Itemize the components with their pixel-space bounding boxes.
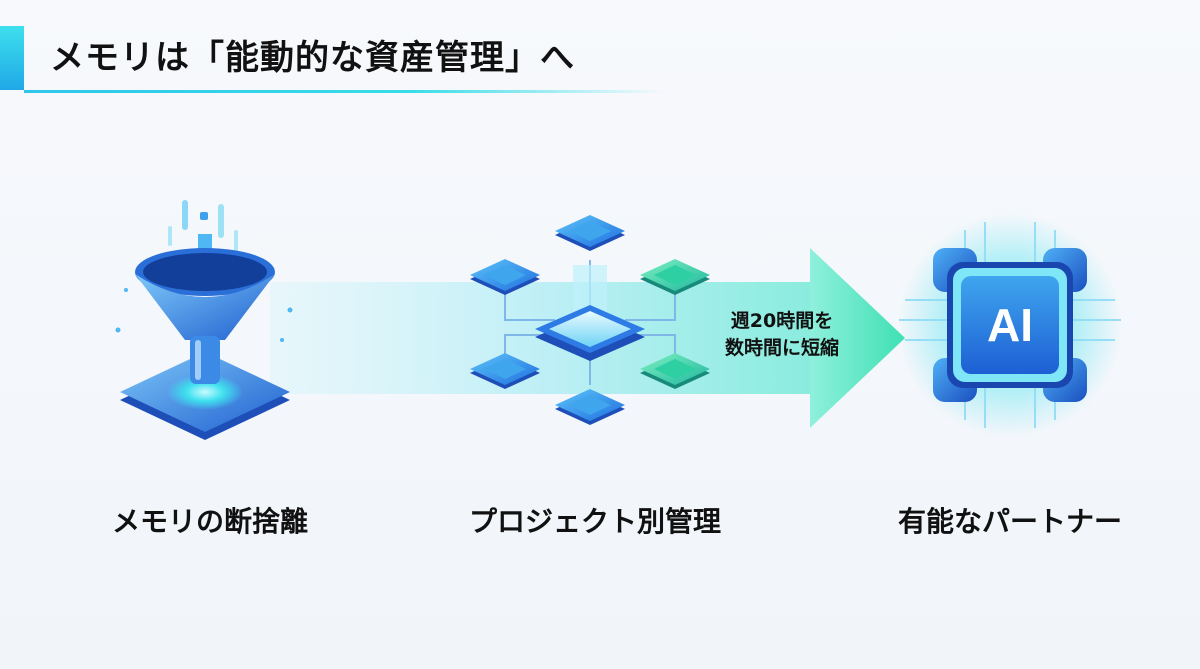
arrow-label-line1: 週20時間を xyxy=(730,310,834,332)
step-label-project-management: プロジェクト別管理 xyxy=(468,505,721,538)
ai-chip-icon: AI xyxy=(898,213,1122,437)
chip-network-icon xyxy=(470,215,710,425)
arrow-label-line2: 数時間に短縮 xyxy=(724,337,839,359)
arrow-label: 週20時間を 数時間に短縮 xyxy=(702,308,862,362)
ai-chip-text: AI xyxy=(987,299,1033,351)
page-title: メモリは「能動的な資産管理」へ xyxy=(50,38,575,78)
step-label-memory-declutter: メモリの断捨離 xyxy=(111,505,308,538)
flow-arrowhead xyxy=(810,248,905,428)
title-underline xyxy=(24,90,664,93)
step-label-capable-partner: 有能なパートナー xyxy=(897,505,1122,538)
title-accent-bar xyxy=(0,26,24,90)
funnel-icon xyxy=(115,200,293,440)
